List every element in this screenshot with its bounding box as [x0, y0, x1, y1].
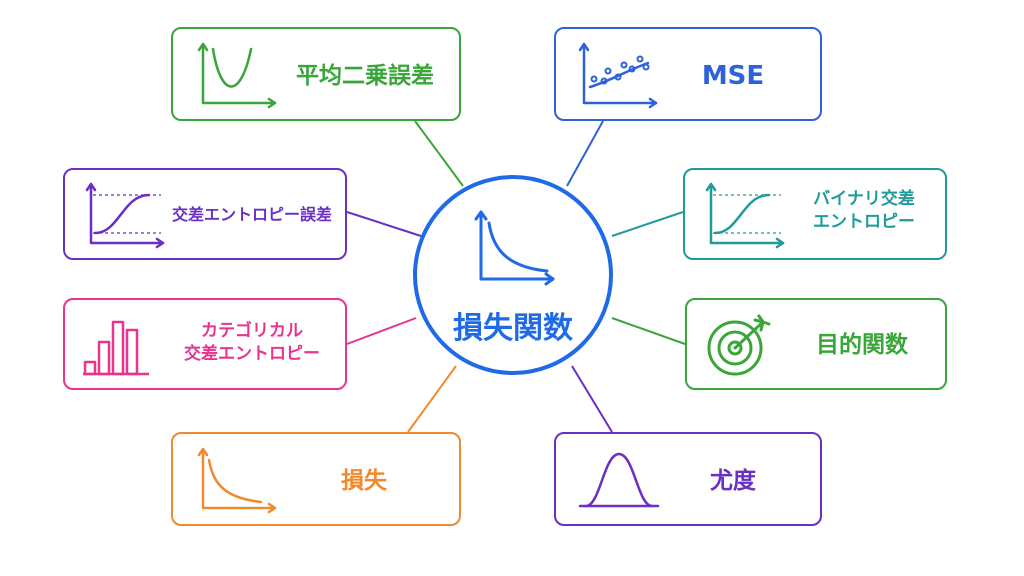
connector-objective: [611, 317, 686, 345]
node-label: 尤度: [710, 468, 756, 494]
decay-curve-icon: [197, 447, 277, 514]
connector-binary-ce: [611, 211, 684, 237]
node-categorical-cross-entropy: カテゴリカル 交差エントロピー: [63, 298, 347, 390]
connector-cross-entropy: [346, 211, 422, 237]
node-loss: 損失: [171, 432, 461, 526]
node-label-line1: カテゴリカル: [201, 321, 303, 341]
target-icon: [707, 314, 771, 376]
connector-categorical-ce: [346, 317, 417, 345]
center-hub: 損失関数: [413, 175, 613, 375]
connector-likelihood: [571, 365, 613, 433]
node-label: 損失: [341, 468, 387, 494]
node-label: 交差エントロピー誤差: [171, 205, 332, 224]
node-label: 目的関数: [816, 332, 908, 358]
node-likelihood: 尤度: [554, 432, 822, 526]
node-label-line1: バイナリ交差: [813, 189, 915, 209]
node-label: カテゴリカル 交差エントロピー: [167, 320, 337, 366]
connector-mse-jp: [414, 120, 464, 187]
node-binary-cross-entropy: バイナリ交差 エントロピー: [683, 168, 947, 260]
node-label: バイナリ交差 エントロピー: [797, 188, 931, 234]
center-title: 損失関数: [453, 311, 573, 346]
bar-chart-icon: [83, 320, 149, 376]
connector-mse: [566, 120, 604, 187]
node-mse: MSE: [554, 27, 822, 121]
decay-curve-icon: [474, 210, 555, 286]
node-label: MSE: [701, 61, 765, 91]
node-cross-entropy-error: 交差エントロピー誤差: [63, 168, 347, 260]
node-label-line2: エントロピー: [813, 211, 915, 232]
sigmoid-curve-icon: [85, 182, 165, 249]
node-mean-squared-error: 平均二乗誤差: [171, 27, 461, 121]
sigmoid-curve-icon: [705, 182, 785, 249]
node-label: 平均二乗誤差: [296, 63, 434, 89]
parabola-icon: [197, 42, 277, 109]
scatter-plot-icon: [578, 42, 658, 109]
connector-loss: [407, 365, 457, 433]
node-objective-function: 目的関数: [685, 298, 947, 390]
node-label-line2: 交差エントロピー: [184, 343, 320, 364]
bell-curve-icon: [578, 452, 660, 508]
